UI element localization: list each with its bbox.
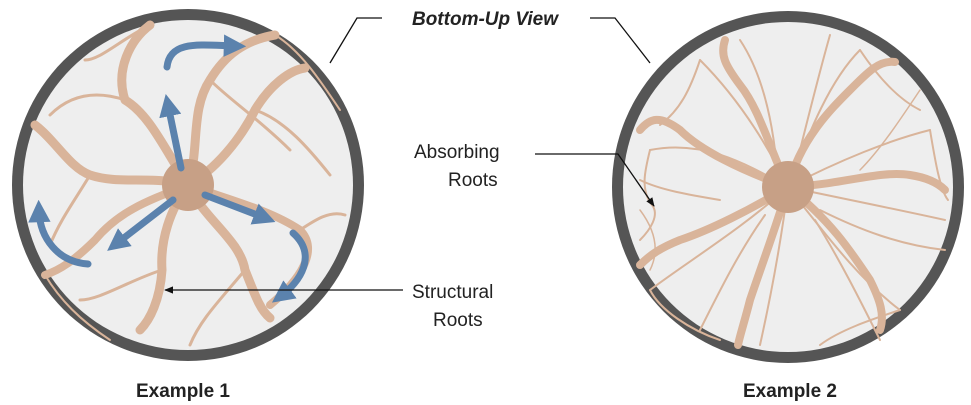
structural-label-line-1: Structural [412, 282, 493, 303]
caption-example-2: Example 2 [743, 381, 837, 402]
absorbing-label-line-1: Absorbing [414, 142, 500, 163]
title-leader-left [330, 18, 382, 63]
title-leader-right [590, 18, 650, 63]
title-group: Bottom-Up View [330, 9, 650, 63]
absorbing-label-line-2: Roots [448, 170, 498, 191]
page-title: Bottom-Up View [412, 9, 559, 30]
pot-example-2 [612, 11, 964, 363]
caption-example-1: Example 1 [136, 381, 230, 402]
structural-label-line-2: Roots [433, 310, 483, 331]
root-crown-icon [762, 161, 814, 213]
pot-example-1 [12, 9, 364, 361]
